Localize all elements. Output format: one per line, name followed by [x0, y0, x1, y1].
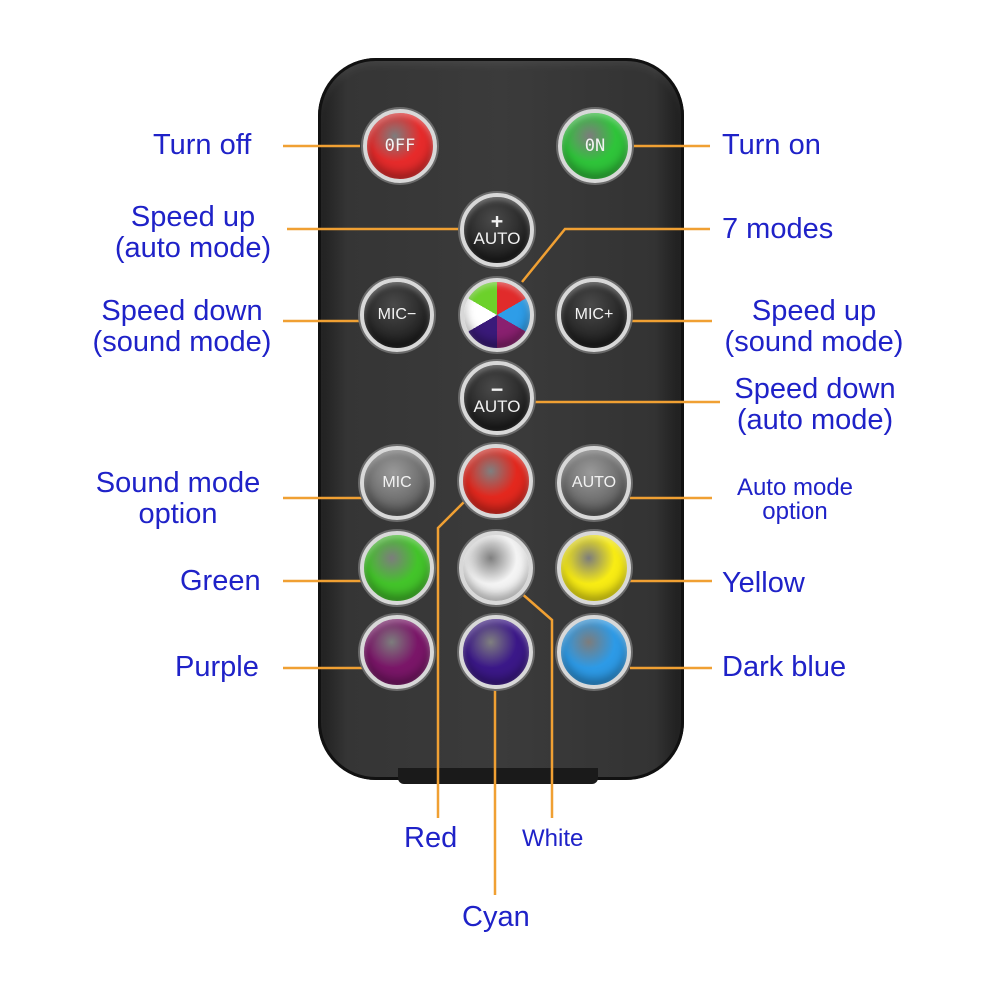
plus-icon: +: [490, 209, 504, 233]
label-turn-on: Turn on: [722, 129, 821, 161]
mic-minus-label: MIC−: [377, 306, 417, 323]
label-line: Speed down: [101, 295, 263, 327]
label-line: (auto mode): [736, 404, 894, 436]
remote-foot: [398, 768, 598, 784]
yellow-button[interactable]: [557, 531, 631, 605]
label-red: Red: [404, 822, 458, 854]
label-turn-off: Turn off: [153, 129, 252, 161]
auto-button[interactable]: AUTO: [557, 446, 631, 520]
label-auto-mode: Auto mode option: [718, 476, 872, 524]
label-7-modes: 7 modes: [722, 213, 834, 245]
mic-button[interactable]: MIC: [360, 446, 434, 520]
label-line: Speed up: [751, 295, 877, 327]
speed-up-auto-button[interactable]: + AUTO: [460, 193, 534, 267]
label-speed-down-auto: Speed down (auto mode): [718, 374, 912, 436]
speed-up-auto-label: AUTO: [473, 229, 521, 248]
mic-minus-button[interactable]: MIC−: [360, 278, 434, 352]
label-speed-up-sound: Speed up (sound mode): [710, 296, 918, 358]
label-yellow: Yellow: [722, 567, 805, 599]
off-button[interactable]: 0FF: [363, 109, 437, 183]
label-purple: Purple: [175, 651, 259, 683]
label-line: (sound mode): [724, 326, 904, 358]
label-line: Speed down: [734, 373, 896, 405]
label-sound-mode: Sound mode option: [80, 468, 276, 530]
label-speed-down-sound: Speed down (sound mode): [78, 296, 286, 358]
label-line: Speed up: [130, 201, 256, 233]
label-white: White: [522, 825, 584, 852]
minus-icon: −: [490, 377, 504, 401]
cyan-button[interactable]: [459, 615, 533, 689]
label-cyan: Cyan: [462, 901, 530, 933]
label-line: option: [762, 498, 828, 525]
on-button-label: 0N: [584, 135, 606, 156]
on-button[interactable]: 0N: [558, 109, 632, 183]
purple-button[interactable]: [360, 615, 434, 689]
label-line: (auto mode): [114, 232, 272, 264]
label-line: (sound mode): [92, 326, 272, 358]
label-speed-up-auto: Speed up (auto mode): [103, 202, 283, 264]
speed-down-auto-button[interactable]: − AUTO: [460, 361, 534, 435]
label-dark-blue: Dark blue: [722, 651, 847, 683]
mic-plus-button[interactable]: MIC+: [557, 278, 631, 352]
label-green: Green: [180, 565, 261, 597]
off-button-label: 0FF: [384, 135, 416, 156]
dark-blue-button[interactable]: [557, 615, 631, 689]
auto-button-label: AUTO: [571, 474, 617, 491]
red-button[interactable]: [459, 444, 533, 518]
label-line: Auto mode: [736, 474, 854, 501]
label-line: Sound mode: [95, 467, 261, 499]
speed-down-auto-label: AUTO: [473, 397, 521, 416]
green-button[interactable]: [360, 531, 434, 605]
white-button[interactable]: [459, 531, 533, 605]
label-line: option: [138, 498, 218, 530]
mic-plus-label: MIC+: [574, 306, 614, 323]
mic-button-label: MIC: [382, 474, 412, 491]
seven-modes-button[interactable]: [460, 278, 534, 352]
